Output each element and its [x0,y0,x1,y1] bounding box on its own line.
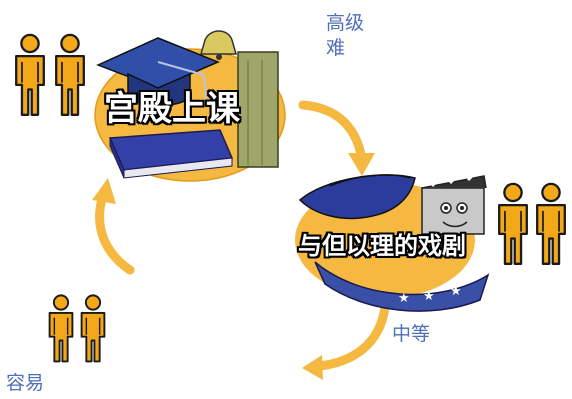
person-pair-icon [15,33,85,116]
clapperboard-icon [421,170,487,235]
arrow-easy-to-hard [92,178,135,275]
arrow-hard-to-medium [298,100,375,176]
people-group-top-left [15,33,85,116]
person-pair-icon [48,294,106,363]
level-easy: 容易 [6,372,45,394]
level-hard-line2: 难 [326,37,346,59]
drama-title: 与但以理的戏剧 [298,232,466,260]
level-medium: 中等 [392,323,431,345]
drama-illustration: ★ ★ ★ [295,170,490,312]
svg-text:★: ★ [450,284,462,299]
person-pair-icon [498,182,566,265]
wizard-hat-icon [298,174,416,220]
book-icon [108,129,234,179]
arrow-medium-to-easy [302,302,390,380]
svg-text:★: ★ [423,289,435,304]
graduation-cap-icon [96,37,220,107]
people-group-bottom-left [48,294,106,363]
palace-class-title: 宫殿上课 [104,89,240,129]
people-group-right [498,182,566,265]
bell-icon [200,30,237,60]
level-hard-line1: 高级 [326,12,365,34]
palace-class-illustration [94,30,286,182]
svg-text:★: ★ [398,291,410,306]
star-icon: ★ ★ ★ [398,284,462,306]
